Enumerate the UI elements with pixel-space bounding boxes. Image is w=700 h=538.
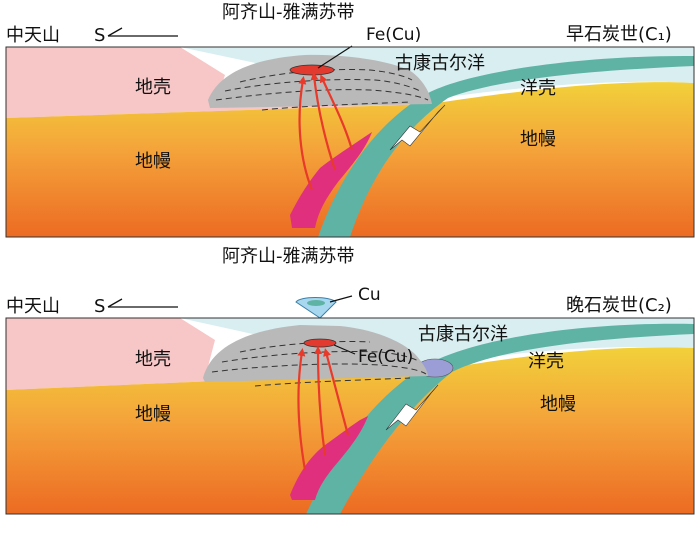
panel-early-carboniferous: 阿齐山-雅满苏带 中天山 S 早石炭世(C₁) Fe(Cu) xyxy=(5,2,695,238)
direction-letter: S xyxy=(94,296,105,317)
mantle-label-right: 地幔 xyxy=(520,129,556,150)
fluid-arrows xyxy=(298,72,354,191)
mantle-label-left: 地幔 xyxy=(135,404,171,425)
magma-body xyxy=(290,416,368,500)
direction-arrow-icon xyxy=(107,27,178,37)
left-region-label: 中天山 xyxy=(6,296,60,317)
cu-label: Cu xyxy=(358,285,381,305)
arc-orogen xyxy=(208,54,432,108)
left-region-label: 中天山 xyxy=(6,25,60,46)
subduction-arrow-icon xyxy=(389,104,446,151)
cu-pointer xyxy=(329,295,353,303)
mantle-label-right: 地幔 xyxy=(540,394,576,415)
panel-frame xyxy=(5,317,695,515)
ocean-label: 古康古尔洋 xyxy=(395,53,485,74)
belt-label: 阿齐山-雅满苏带 xyxy=(222,2,355,23)
panel-late-carboniferous: 阿齐山-雅满苏带 中天山 S 晚石炭世(C₂) Cu xyxy=(5,246,695,515)
continental-crust xyxy=(6,47,430,118)
subduction-arrow-icon xyxy=(385,384,439,431)
crust-label: 地壳 xyxy=(135,349,171,370)
period-label: 晚石炭世(C₂) xyxy=(566,295,672,316)
continental-crust xyxy=(6,318,425,390)
ore-pointer xyxy=(317,45,353,69)
belt-label: 阿齐山-雅满苏带 xyxy=(222,246,355,267)
ocean-label: 古康古尔洋 xyxy=(418,324,508,345)
ore-pointer xyxy=(333,344,356,355)
cu-ore-body xyxy=(295,297,337,319)
direction-letter: S xyxy=(94,25,105,46)
orogen-strata xyxy=(215,69,429,111)
fe-ore-body xyxy=(289,64,335,76)
crust-label: 地壳 xyxy=(135,77,171,98)
mantle-label-left: 地幔 xyxy=(135,151,171,172)
period-label: 早石炭世(C₁) xyxy=(566,24,672,45)
cu-ore-core xyxy=(307,300,325,306)
oceanic-crust-label: 洋壳 xyxy=(528,351,564,372)
direction-arrow-icon xyxy=(107,298,178,308)
ore-label: Fe(Cu) xyxy=(358,347,413,367)
magma-body xyxy=(290,132,372,228)
ore-label: Fe(Cu) xyxy=(366,25,421,45)
panel-frame xyxy=(5,46,695,238)
oceanic-slab xyxy=(306,323,694,514)
oceanic-crust-label: 洋壳 xyxy=(520,78,556,99)
fluid-arrows xyxy=(297,346,350,471)
fe-ore-body xyxy=(303,338,337,348)
